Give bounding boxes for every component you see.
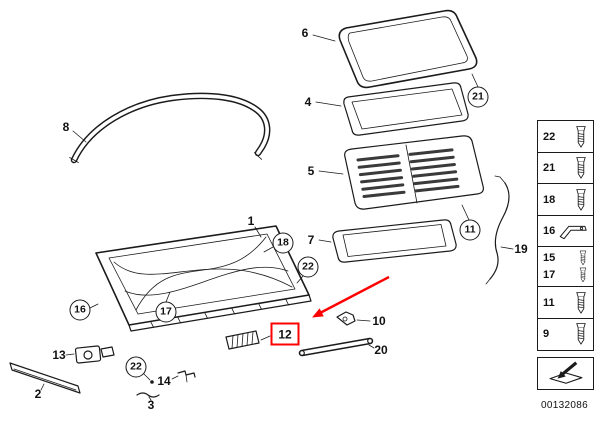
legend-label: 21 <box>543 162 556 175</box>
clip-3-part <box>136 392 160 398</box>
callout-21[interactable]: 21 <box>467 86 489 108</box>
seal-tube-part <box>69 92 271 164</box>
gasket-part <box>332 219 457 263</box>
callout-13[interactable]: 13 <box>52 348 66 362</box>
next-diagram-button[interactable] <box>537 356 594 390</box>
document-number: 00132086 <box>541 400 588 411</box>
screw-icon <box>578 267 588 283</box>
leader-lines <box>40 34 514 401</box>
callout-3[interactable]: 3 <box>147 398 155 412</box>
drain-tube-part <box>485 175 510 285</box>
seal-frame-part <box>343 82 469 136</box>
callout-22-lower[interactable]: 22 <box>125 356 147 378</box>
callout-5[interactable]: 5 <box>307 164 315 178</box>
vent-panel-part <box>344 135 484 210</box>
legend-item-22[interactable]: 22 <box>537 120 594 153</box>
bracket-14-part <box>177 370 196 383</box>
callout-1[interactable]: 1 <box>247 214 255 228</box>
screw-icon <box>578 250 588 266</box>
callout-4[interactable]: 4 <box>304 95 312 109</box>
legend-label: 15 <box>543 252 556 265</box>
callout-11[interactable]: 11 <box>459 219 481 241</box>
bracket-10-part <box>336 311 356 326</box>
highlight-arrow <box>312 275 390 318</box>
torx-screw-icon <box>574 155 588 181</box>
legend-item-15-17[interactable]: 15 17 <box>537 246 594 288</box>
legend-item-11[interactable]: 11 <box>537 286 594 320</box>
callout-18[interactable]: 18 <box>272 232 294 254</box>
callout-7[interactable]: 7 <box>307 233 315 247</box>
callout-14[interactable]: 14 <box>157 374 171 388</box>
screw-icon <box>574 290 588 316</box>
glass-panel-part <box>338 9 478 89</box>
trim-strip-part <box>9 362 81 394</box>
torx-screw-icon <box>574 187 588 213</box>
callout-20[interactable]: 20 <box>374 343 388 357</box>
legend-item-18[interactable]: 18 <box>537 183 594 217</box>
legend-item-9[interactable]: 9 <box>537 317 594 351</box>
legend-label: 11 <box>543 296 555 309</box>
callout-6[interactable]: 6 <box>301 26 309 40</box>
callout-22-upper[interactable]: 22 <box>297 256 319 278</box>
callout-19[interactable]: 19 <box>514 242 528 256</box>
legend-label: 16 <box>543 225 556 238</box>
callout-17[interactable]: 17 <box>155 301 177 323</box>
legend-label: 18 <box>543 193 556 206</box>
frame-assembly-part <box>95 225 312 332</box>
callout-12-highlighted[interactable]: 12 <box>270 322 300 346</box>
bracket-icon <box>558 223 588 240</box>
legend-label: 22 <box>543 130 556 143</box>
motor-part <box>74 345 115 364</box>
next-diagram-arrow-icon <box>546 359 586 387</box>
callout-2[interactable]: 2 <box>34 387 42 401</box>
legend-label: 17 <box>543 269 556 282</box>
callout-10[interactable]: 10 <box>372 314 386 328</box>
legend-item-21[interactable]: 21 <box>537 151 594 185</box>
legend-item-16[interactable]: 16 <box>537 214 594 248</box>
callout-16[interactable]: 16 <box>69 299 91 321</box>
fastener-legend: 22 21 18 16 15 17 11 <box>537 120 594 390</box>
screw-22-part <box>150 380 154 384</box>
legend-label: 9 <box>543 328 550 341</box>
callout-8[interactable]: 8 <box>62 120 70 134</box>
screw-icon <box>574 321 588 347</box>
rail-20-part <box>298 337 374 357</box>
torx-screw-icon <box>574 124 588 150</box>
slider-12-part <box>225 330 260 350</box>
